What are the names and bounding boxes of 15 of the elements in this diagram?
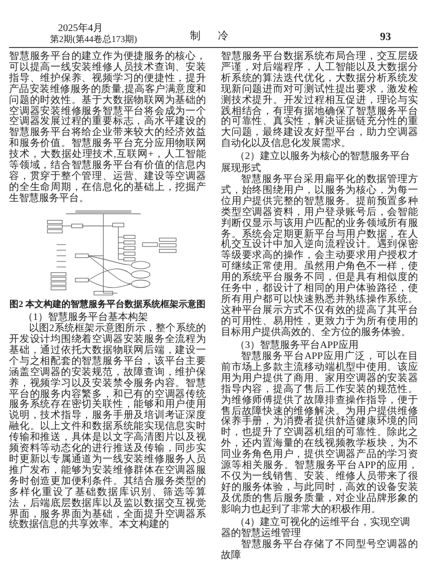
body-paragraph: 智慧服务平台数据系统布局合理，交互层级严谨，对后端程序，人工智能以及大数据分析系统的算法迭代优化，大数据分析系统发现新问题进而对可测试性提出要求，激发检测技术提升。开发过程相互促进，理论与实践相结合，有理有据地确保了智慧服务平台的可靠性、真实性，解决证据链充分性的重大问题，最终建设友好型平台，助力空调器自动化以及信息化发展需求。: [221, 52, 418, 150]
issue-text: 第2期(第44卷总173期): [50, 34, 137, 45]
section-heading: （2）建立以服务为核心的智慧服务平台展现形式: [221, 151, 410, 174]
section-heading: （3）智慧服务平台APP应用: [234, 340, 360, 351]
date-text: 2025年4月: [58, 23, 103, 34]
body-paragraph: 智慧服务平台采用扁平化的数据管理方式，始终围绕用户，以服务为核心，为每一位用户提供完整的智慧服务。提前预置多种类型空调器资料，用户登录账号后，会智能判断仅显示与该用户匹配的业务领域所有服务。系统会定期更新平台与用户数据，在人机交互设计中加入逆向流程设计。遇到保密等级要求高的操作，会主动要求用户授权才可继续正常使用。虽然用户角色不一样，使用的系统平台服务不同，但是具有相似度的任务中，都设计了相同的用户体验路径，使所有用户都可以快速熟悉并熟练操作系统。这种平台展示方式不仅有效的提高了其平台的可用性、易用性，更致力于为所有使用的目标用户提供高效的、全方位的服务体验。: [221, 174, 418, 339]
body-paragraph: 智慧服务平台存储了不同型号空调器的故障: [221, 540, 418, 562]
section-heading: （4）建立可视化的运维平台，实现空调器的智慧运维管理: [221, 516, 411, 539]
section-heading: （1）智慧服务平台基本构架: [22, 312, 149, 323]
body-paragraph: 以图2系统框架示意图所示，整个系统的开发设计均围绕着空调器安装服务全流程为基础，通过依托大数据物联网后端，建设一个与之相配套的智慧服务平台，该平台主要涵盖空调器的安装规范，故障查询，维护保养，视频学习以及安装禁令服务内容。智慧平台的服务内容繁多，和已有的空调器传统服务系统存在密切关联性，能够和用户使用说明，技术指导，服务手册及培训考证深度融化。以上文件和数据系统能实现信息实时传输和推送，具体是以文字高清图片以及视频资料等动态化的进行推送及传输，同步实时更新以专属通道为一线安装维修服务人员推广发布，能够为安装维修群体在空调器服务时创造更加便利条件。其结合服务类型的多样化重设了基础数据库识别、筛选等算法，后端底层数据库以及监以数据交互视觉界面，服务界面为基础，全面提升空调器系统数据信息的共享效率。本文构建的: [9, 324, 206, 532]
page-number: 93: [380, 32, 391, 43]
body-paragraph: 智慧服务平台的建立作为便捷服务的核心，可以提高一线安装维修人员技术查询、安装指导、维护保养、视频学习的便捷性，提升产品安装维修服务的质量,提高客户满意度和问题的时效性。基于大数据物联网为基础的空调器安装维修服务智慧平台将会成为一个空调器发展过程的重要标志，高水平建设的智慧服务平台将给企业带来较大的经济效益和服务价值。智慧服务平台充分应用物联网技术，大数据处理技术,互联网+，人工智能等领域，结合智慧服务平台有价值的信息内容，贯穿于整个管理、运营、建设等空调器的全生命周期，在信息化的基础上，挖掘产生智慧服务平台。: [9, 52, 206, 205]
figure-caption: 图2 本文构建的智慧服务平台数据系统框架示意图: [9, 298, 206, 310]
body-paragraph: 智慧服务平台APP应用广泛，可以在目前市场上多款主流移动端机型中使用。该应用为用户提供了商用、家用空调器的安装器指导内容，提高了售后工作安装的规范性。为维修师傅提供了故障排查操作指导，便于售后故障快速的维修解决。为用户提供维修保养手册，为消费者提供舒适健康环境的同时，也提升了空调器机组的可靠性。除此之外，还内置海量的在线视频教学板块，为不同业务角色用户，提供空调器产品的学习资源等相关服务。智慧服务平台APP的应用，不仅为一线销售、安装、维修人员带来了很好的服务体验，与此同时，高效的设备安装及优质的售后服务质量，对企业品牌形象的影响力也起到了非常大的积极作用。: [221, 352, 418, 516]
journal-title: 制冷: [190, 31, 246, 42]
